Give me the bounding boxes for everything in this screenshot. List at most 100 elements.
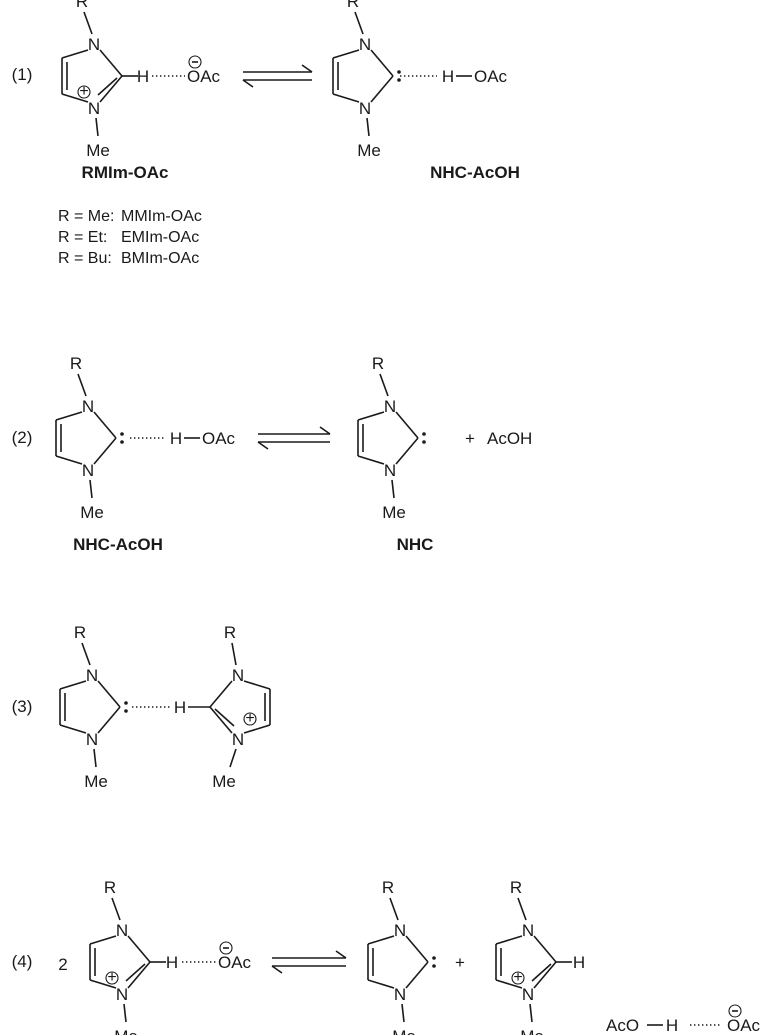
atom-me: Me (114, 1027, 138, 1035)
bond-n3-me (123, 1003, 127, 1023)
atom-n3: N (359, 99, 371, 118)
lone-pair-dot (124, 709, 128, 713)
eq2-product-label: NHC (397, 535, 434, 554)
bond-n1-c5 (243, 680, 271, 690)
bond-n1-r (517, 897, 527, 921)
plus-charge-icon (77, 85, 91, 99)
plus-charge-icon (511, 971, 525, 985)
bond-n1-c5 (332, 49, 360, 59)
bond-c2-n3-double (214, 708, 235, 727)
atom-r: R (76, 0, 88, 11)
minus-charge-icon (728, 1004, 742, 1018)
atom-r: R (70, 354, 82, 373)
lone-pair-dot (120, 440, 124, 444)
atom-r: R (382, 878, 394, 897)
bond-n3-me (95, 117, 99, 137)
bond-c5-n3 (243, 724, 271, 734)
bond-n1-c2 (127, 935, 151, 963)
bond-c5-n3 (59, 724, 87, 734)
atom-r: R (224, 623, 236, 642)
acetic-acid-aco: AcO (606, 1016, 639, 1035)
plus-charge-sign: + (107, 969, 116, 986)
atom-r: R (74, 623, 86, 642)
bond-n1-c5 (367, 935, 395, 945)
bond-n1-c2 (370, 49, 394, 77)
bond-n1-c2 (99, 49, 123, 77)
atom-n1: N (86, 666, 98, 685)
eq1-product-label: NHC-AcOH (430, 163, 520, 182)
definition-r-1: R = Et: (58, 229, 107, 246)
bond-c2-n3 (395, 437, 419, 465)
atom-n3: N (86, 730, 98, 749)
definition-r-0: R = Me: (58, 208, 114, 225)
minus-charge-icon (219, 941, 233, 955)
atom-n1: N (522, 921, 534, 940)
atom-me: Me (86, 141, 110, 160)
atom-h: H (174, 698, 186, 717)
bond-n1-r (389, 897, 399, 921)
bond-c2-n3 (93, 437, 117, 465)
atom-n1: N (88, 35, 100, 54)
bond-c5-n3 (367, 979, 395, 989)
plus-charge-sign: + (79, 83, 88, 100)
bond-c5-n3 (55, 455, 83, 465)
bond-c5-n3 (357, 455, 385, 465)
bond-n1-c5 (55, 411, 83, 421)
bond-c5-n3 (89, 979, 117, 989)
atom-me: Me (357, 141, 381, 160)
atom-me: Me (520, 1027, 544, 1035)
atom-me: Me (382, 503, 406, 522)
definition-name-2: BMIm-OAc (121, 250, 199, 267)
eq1-reactant-label: RMIm-OAc (82, 163, 169, 182)
atom-me: Me (80, 503, 104, 522)
bond-n3-me (401, 1003, 405, 1023)
atom-h: H (573, 953, 585, 972)
definition-name-0: MMIm-OAc (121, 208, 202, 225)
bond-n1-r (354, 11, 364, 35)
atom-me: Me (392, 1027, 416, 1035)
bond-n1-c5 (495, 935, 523, 945)
plus-charge-icon (105, 971, 119, 985)
lone-pair-dot (124, 701, 128, 705)
eq2-reactant-label: NHC-AcOH (73, 535, 163, 554)
minus-charge-icon (188, 55, 202, 69)
atom-h: H (442, 67, 454, 86)
atom-h: H (170, 429, 182, 448)
atom-me: Me (212, 772, 236, 791)
eq1-number: (1) (12, 65, 33, 84)
bond-n1-c2 (405, 935, 429, 963)
bond-n3-me (229, 748, 237, 768)
bond-n1-r (231, 642, 237, 666)
bond-n1-c2 (93, 411, 117, 439)
plus-charge-sign: + (513, 969, 522, 986)
eq4-coefficient: 2 (58, 955, 67, 974)
atom-n3: N (522, 985, 534, 1004)
bond-c2-n3 (97, 706, 121, 734)
bond-n3-me (93, 748, 97, 768)
bond-n1-r (77, 373, 87, 397)
bond-n1-r (83, 11, 93, 35)
eq3-number: (3) (12, 697, 33, 716)
lone-pair-dot (422, 432, 426, 436)
plus-charge-sign: + (245, 710, 254, 727)
bond-c2-n3-double (125, 963, 146, 982)
bond-n1-c2 (533, 935, 557, 963)
atom-n1: N (232, 666, 244, 685)
plus-charge-icon (243, 712, 257, 726)
acetate-anion: OAc (187, 67, 221, 86)
lone-pair-dot (120, 432, 124, 436)
arrow-head-forward (301, 64, 313, 73)
bond-c2-n3 (127, 961, 151, 989)
arrow-head-reverse (257, 441, 269, 450)
acetic-acid-oac: OAc (474, 67, 508, 86)
atom-n3: N (232, 730, 244, 749)
bond-n3-me (366, 117, 370, 137)
bond-n3-me (89, 479, 93, 499)
bond-c2-n3-double (97, 77, 118, 96)
arrow-head-reverse (271, 965, 283, 974)
bond-c5-n3 (332, 93, 360, 103)
bond-c2-n3 (405, 961, 429, 989)
atom-r: R (372, 354, 384, 373)
bond-n1-r (379, 373, 389, 397)
